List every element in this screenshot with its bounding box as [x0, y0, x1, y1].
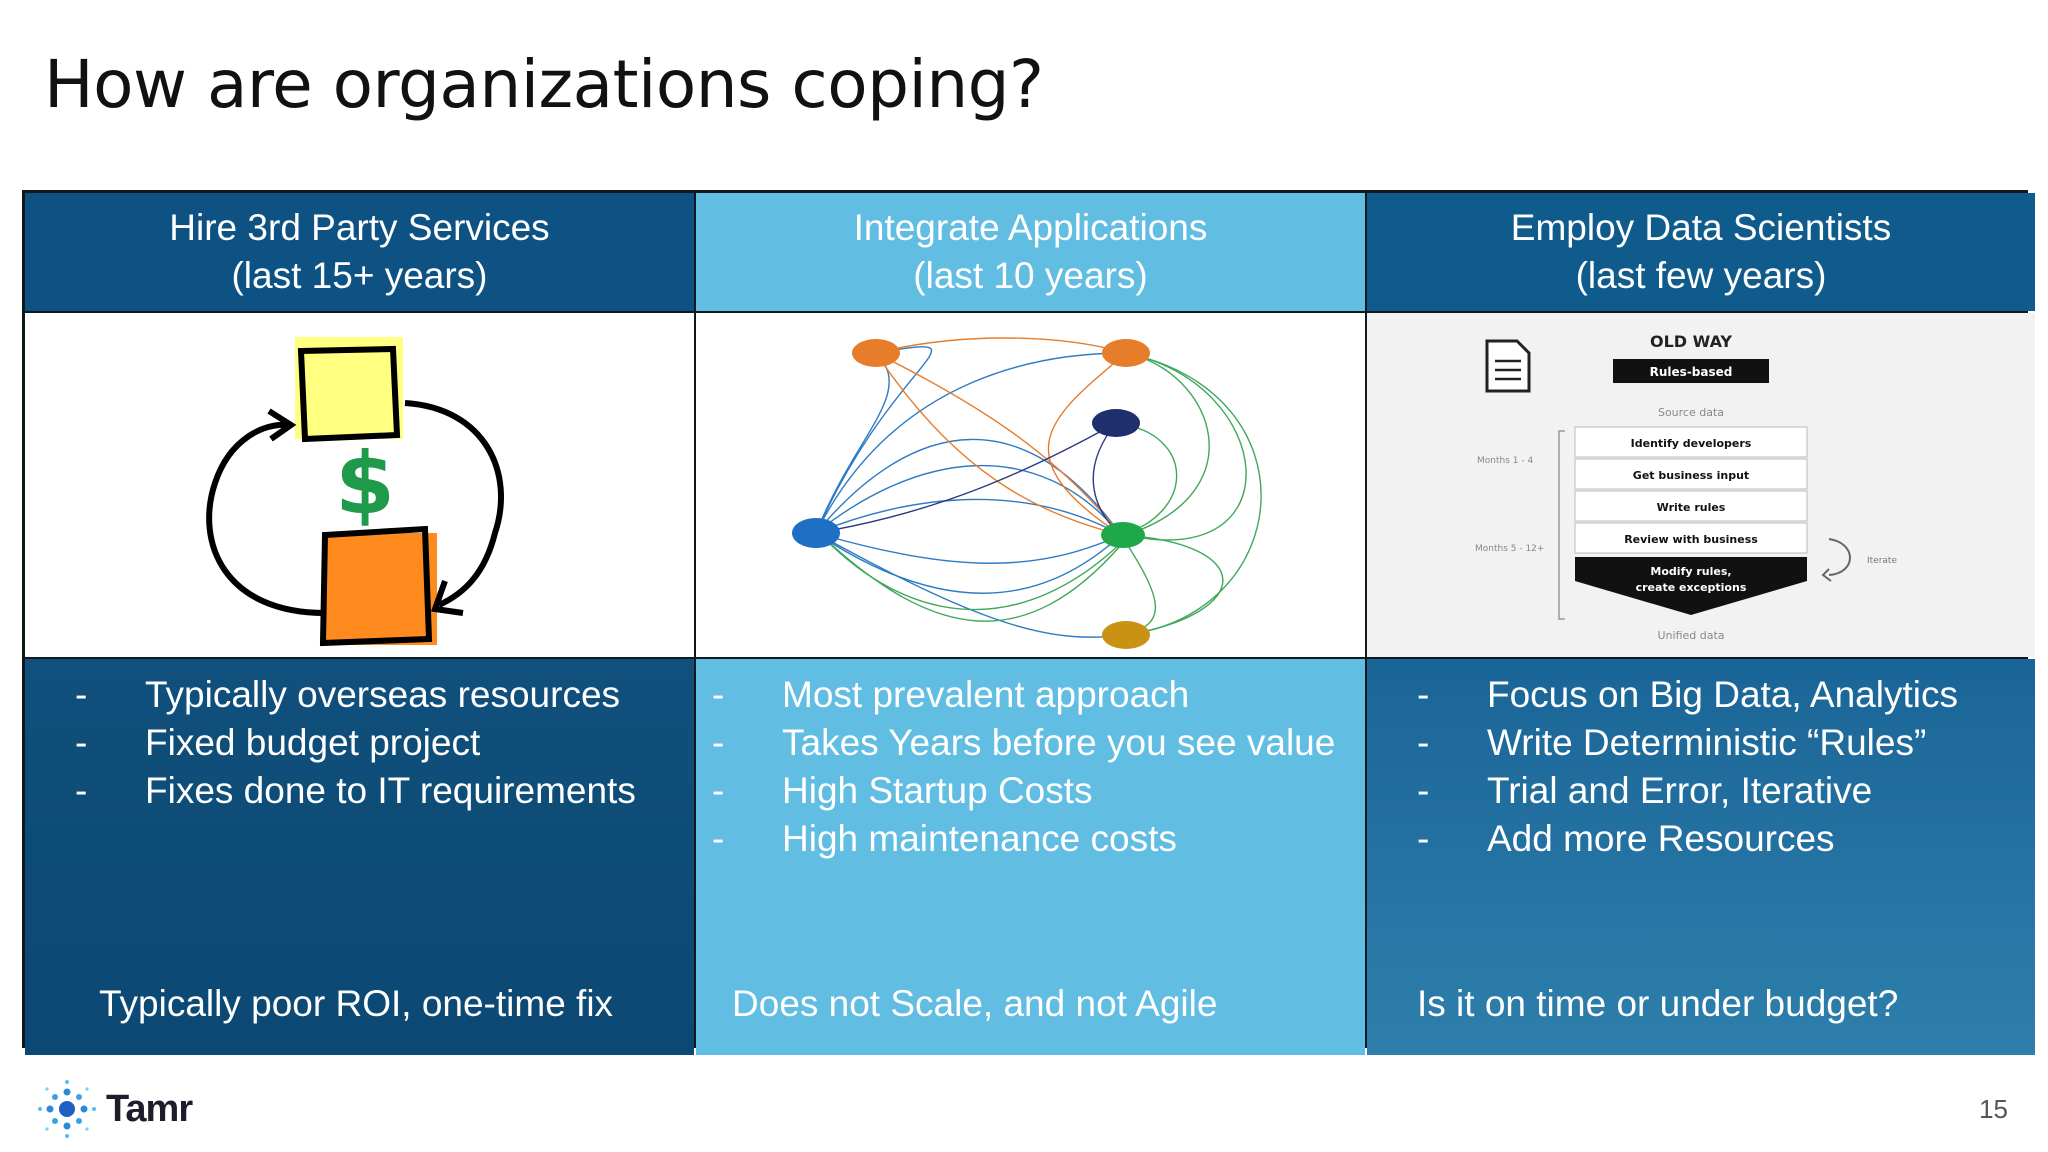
page-number: 15 — [1979, 1094, 2008, 1124]
bullet-dash: - — [1417, 818, 1430, 859]
bullet-text: High maintenance costs — [782, 818, 1177, 859]
bullet-dash: - — [1417, 770, 1430, 811]
list-item: - Add more Resources — [1367, 815, 2035, 863]
yellow-note-outline — [297, 345, 401, 443]
final-step-line1: Modify rules, — [1650, 565, 1731, 578]
final-step-shape — [1575, 557, 1807, 615]
step-review-business: Review with business — [1624, 533, 1758, 546]
column-body-integrate: - Most prevalent approach - Takes Years be… — [696, 659, 1365, 1055]
right-arrow-head — [430, 579, 464, 616]
header-subtitle: (last few years) — [1575, 255, 1827, 296]
bullet-text: Fixes done to IT requirements — [145, 770, 636, 811]
column-body-third-party: - Typically overseas resources - Fixed bud… — [25, 659, 694, 1055]
node-orange-left — [852, 339, 900, 367]
column-header-data-scientists: Employ Data Scientists (last few years) — [1367, 193, 2035, 311]
bullet-dash: - — [712, 674, 725, 715]
header-title: Hire 3rd Party Services — [169, 207, 550, 248]
list-item: - Fixed budget project — [25, 719, 694, 767]
dollar-sign-icon: $ — [335, 434, 395, 534]
left-arrow-head — [267, 408, 297, 442]
step-business-input: Get business input — [1633, 469, 1749, 482]
bullet-dash: - — [712, 722, 725, 763]
list-item: - Write Deterministic “Rules” — [1367, 719, 2035, 767]
months-a-label: Months 1 - 4 — [1477, 456, 1533, 466]
source-data-label: Source data — [1658, 406, 1724, 419]
header-subtitle: (last 15+ years) — [231, 255, 488, 296]
money-cycle-illustration: $ — [206, 337, 504, 647]
orange-note-outline — [319, 525, 433, 647]
bullet-text: Write Deterministic “Rules” — [1487, 722, 1927, 763]
column-header-third-party: Hire 3rd Party Services (last 15+ years) — [25, 193, 694, 311]
yellow-note-shape — [295, 337, 403, 439]
bullet-list: - Most prevalent approach - Takes Years be… — [696, 671, 1365, 863]
timeline-bracket — [1558, 430, 1565, 620]
months-b-label: Months 5 - 12+ — [1475, 544, 1544, 554]
bullet-dash: - — [712, 818, 725, 859]
column-conclusion: Typically poor ROI, one-time fix — [99, 983, 614, 1024]
header-title: Integrate Applications — [853, 207, 1208, 248]
node-green — [1101, 522, 1145, 548]
column-conclusion: Does not Scale, and not Agile — [732, 983, 1218, 1024]
old-way-process-diagram: OLD WAY Rules-based Source data Identify… — [1475, 332, 1897, 642]
orange-note-shape — [325, 533, 437, 645]
step-identify-developers: Identify developers — [1631, 437, 1752, 450]
bullet-dash: - — [712, 770, 725, 811]
list-item: - Focus on Big Data, Analytics — [1367, 671, 2035, 719]
tamr-logo: Tamr — [36, 1078, 193, 1140]
node-blue — [792, 518, 840, 548]
comparison-table: Hire 3rd Party Services (last 15+ years)… — [22, 190, 2035, 1055]
column-conclusion: Is it on time or under budget? — [1417, 983, 1899, 1024]
cycle-sketch-image: $ — [25, 313, 694, 657]
bullet-list: - Typically overseas resources - Fixed bud… — [25, 671, 694, 815]
column-header-integrate: Integrate Applications (last 10 years) — [696, 193, 1365, 311]
bullet-text: Takes Years before you see value — [782, 722, 1336, 763]
list-item: - Most prevalent approach — [696, 671, 1365, 719]
old-way-process-image: OLD WAY Rules-based Source data Identify… — [1367, 313, 2035, 657]
node-navy — [1092, 409, 1140, 437]
tamr-starburst-icon — [38, 1080, 96, 1138]
list-item: - Fixes done to IT requirements — [25, 767, 694, 815]
node-gold — [1102, 621, 1150, 649]
left-cycle-arrow — [206, 421, 326, 616]
rules-based-badge — [1613, 359, 1769, 383]
list-item: - Trial and Error, Iterative — [1367, 767, 2035, 815]
node-orange-right — [1102, 339, 1150, 367]
iterate-arrow-icon — [1828, 538, 1851, 576]
list-item: - Typically overseas resources — [25, 671, 694, 719]
bullet-dash: - — [75, 722, 88, 763]
bullet-dash: - — [75, 674, 88, 715]
bullet-text: Trial and Error, Iterative — [1487, 770, 1873, 811]
bullet-text: High Startup Costs — [782, 770, 1093, 811]
header-subtitle: (last 10 years) — [913, 255, 1148, 296]
bullet-dash: - — [75, 770, 88, 811]
old-way-title: OLD WAY — [1650, 332, 1732, 351]
right-cycle-arrow — [404, 400, 504, 608]
list-item: - Takes Years before you see value — [696, 719, 1365, 767]
bullet-text: Typically overseas resources — [145, 674, 621, 715]
tamr-wordmark: Tamr — [106, 1087, 193, 1130]
header-title: Employ Data Scientists — [1510, 207, 1892, 248]
rules-based-label: Rules-based — [1650, 365, 1733, 379]
integration-network-image — [696, 313, 1365, 657]
slide-title: How are organizations coping? — [44, 46, 1044, 123]
step-write-rules: Write rules — [1657, 501, 1726, 514]
bullet-dash: - — [1417, 674, 1430, 715]
application-network-diagram — [792, 337, 1262, 649]
unified-data-label: Unified data — [1657, 629, 1724, 642]
final-step-line2: create exceptions — [1636, 581, 1747, 594]
bullet-dash: - — [1417, 722, 1430, 763]
bullet-text: Most prevalent approach — [782, 674, 1190, 715]
list-item: - High Startup Costs — [696, 767, 1365, 815]
column-body-data-scientists: - Focus on Big Data, Analytics - Write Det… — [1367, 659, 2035, 1055]
list-item: - High maintenance costs — [696, 815, 1365, 863]
bullet-text: Fixed budget project — [145, 722, 481, 763]
bullet-text: Focus on Big Data, Analytics — [1487, 674, 1958, 715]
iterate-label: Iterate — [1867, 556, 1897, 566]
bullet-list: - Focus on Big Data, Analytics - Write Det… — [1367, 671, 2035, 863]
document-icon — [1485, 339, 1531, 393]
bullet-text: Add more Resources — [1487, 818, 1835, 859]
